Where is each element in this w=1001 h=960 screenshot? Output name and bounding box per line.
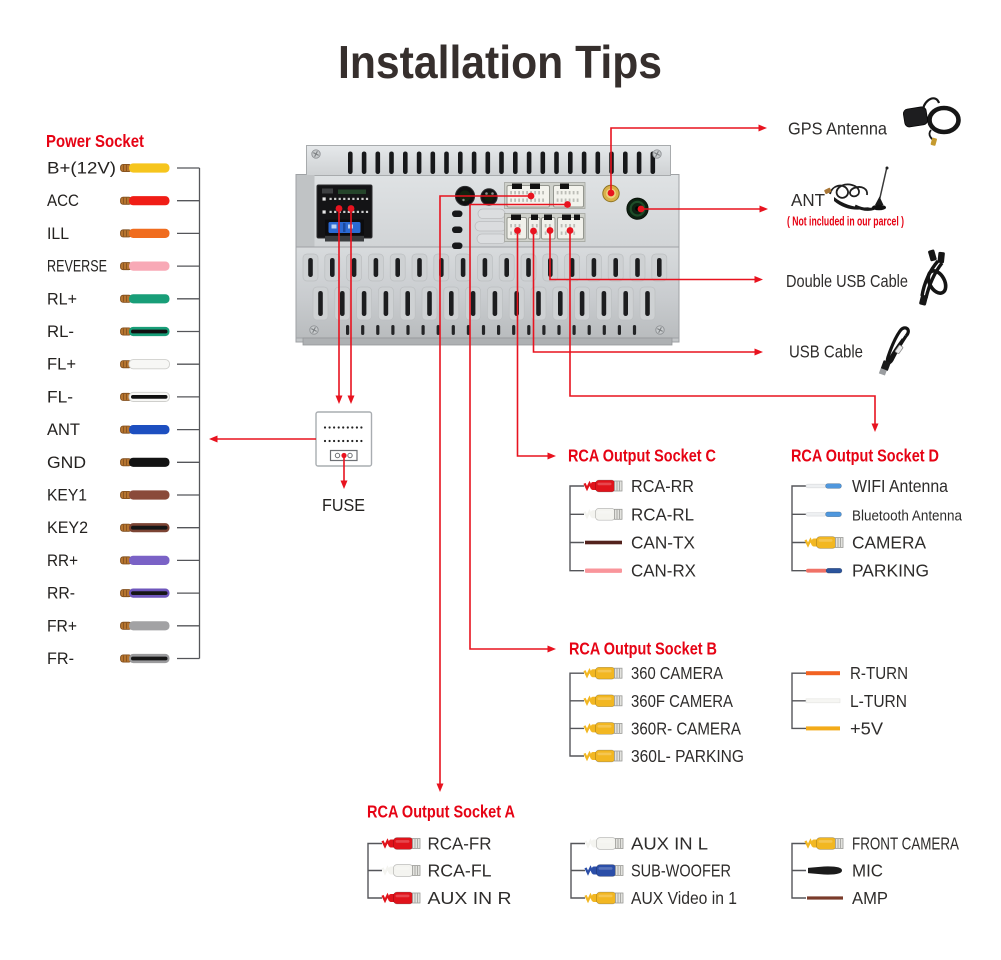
svg-text:AMP: AMP [852,888,888,908]
svg-text:360F CAMERA: 360F CAMERA [631,691,733,711]
svg-text:REVERSE: REVERSE [47,258,107,276]
svg-text:R-TURN: R-TURN [850,663,908,683]
svg-text:RCA Output Socket D: RCA Output Socket D [791,446,939,466]
svg-text:KEY2: KEY2 [47,519,88,537]
svg-text:L-TURN: L-TURN [850,691,907,711]
svg-text:RCA-FR: RCA-FR [428,834,492,854]
svg-text:AUX IN R: AUX IN R [428,888,512,908]
svg-text:GND: GND [47,454,86,472]
svg-text:ILL: ILL [47,225,69,243]
svg-text:( Not included in our parcel ): ( Not included in our parcel ) [787,214,904,229]
svg-text:AUX IN L: AUX IN L [631,834,708,854]
svg-text:ANT: ANT [47,421,80,439]
svg-text:360L- PARKING: 360L- PARKING [631,746,744,766]
svg-text:FL+: FL+ [47,356,76,374]
svg-text:FR-: FR- [47,650,74,668]
svg-text:CAMERA: CAMERA [852,533,926,553]
svg-text:RCA Output Socket C: RCA Output Socket C [568,446,716,466]
svg-text:USB Cable: USB Cable [789,342,863,362]
svg-text:SUB-WOOFER: SUB-WOOFER [631,861,731,881]
svg-text:+5V: +5V [850,718,883,738]
svg-text:ANT: ANT [791,190,825,210]
svg-text:Double USB Cable: Double USB Cable [786,271,908,291]
svg-text:Bluetooth Antenna: Bluetooth Antenna [852,507,963,524]
svg-text:360R- CAMERA: 360R- CAMERA [631,718,741,738]
svg-text:CAN-TX: CAN-TX [631,533,695,553]
svg-text:RCA Output Socket A: RCA Output Socket A [367,802,515,822]
svg-text:AUX Video in 1: AUX Video in 1 [631,888,737,908]
svg-text:FRONT CAMERA: FRONT CAMERA [852,834,959,854]
svg-text:RR-: RR- [47,585,75,603]
svg-text:B+(12V): B+(12V) [47,160,116,178]
svg-text:RL+: RL+ [47,290,77,308]
svg-text:360 CAMERA: 360 CAMERA [631,663,723,683]
svg-text:ACC: ACC [47,192,79,210]
svg-text:RCA Output Socket B: RCA Output Socket B [569,639,717,659]
svg-text:RCA-FL: RCA-FL [428,861,492,881]
svg-text:PARKING: PARKING [852,561,929,581]
svg-text:KEY1: KEY1 [47,487,87,505]
svg-text:WIFI Antenna: WIFI Antenna [852,476,948,496]
svg-text:RR+: RR+ [47,552,78,570]
svg-text:GPS Antenna: GPS Antenna [788,119,887,139]
svg-text:FR+: FR+ [47,617,77,635]
svg-text:RL-: RL- [47,323,74,341]
svg-text:Power Socket: Power Socket [46,131,144,151]
svg-text:FL-: FL- [47,388,73,406]
svg-text:CAN-RX: CAN-RX [631,561,696,581]
svg-text:RCA-RL: RCA-RL [631,504,694,524]
svg-text:RCA-RR: RCA-RR [631,476,694,496]
svg-text:FUSE: FUSE [322,495,365,515]
svg-text:Installation Tips: Installation Tips [338,36,662,88]
svg-text:MIC: MIC [852,861,883,881]
